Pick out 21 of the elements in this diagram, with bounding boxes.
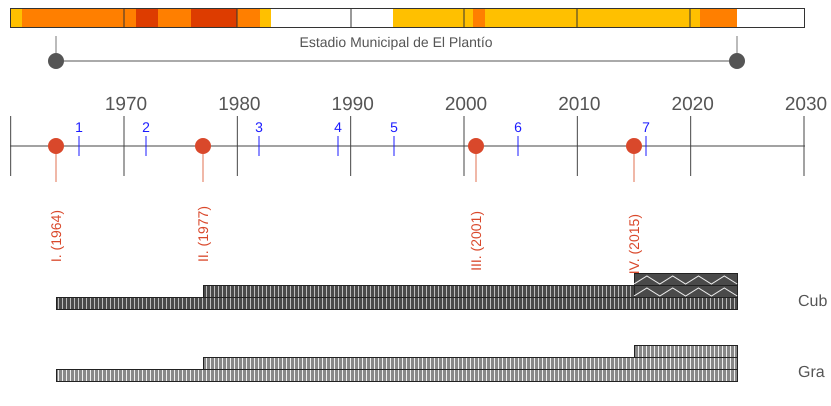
callout-number: 6	[514, 120, 522, 134]
span-label: Estadio Municipal de El Plantío	[300, 35, 492, 49]
year-label: 2030	[784, 95, 828, 114]
callout-number: 3	[255, 120, 263, 134]
milestone-label: I. (1964)	[49, 210, 63, 262]
row-label: Cub	[798, 294, 828, 310]
year-label: 1970	[104, 95, 148, 114]
row-label: Gra	[798, 365, 825, 381]
callout-number: 2	[142, 120, 150, 134]
year-label: 1980	[218, 95, 260, 114]
callout-number: 1	[75, 120, 83, 134]
milestone-label: II. (1977)	[196, 206, 210, 262]
milestone-label: III. (2001)	[469, 211, 483, 271]
year-label: 2000	[444, 95, 488, 114]
callout-number: 7	[642, 120, 650, 134]
milestone-label: IV. (2015)	[627, 214, 641, 274]
year-label: 2020	[672, 95, 714, 114]
callout-number: 5	[390, 120, 398, 134]
year-label: 2010	[558, 95, 600, 114]
year-label: 1990	[332, 95, 374, 114]
callout-number: 4	[334, 120, 342, 134]
